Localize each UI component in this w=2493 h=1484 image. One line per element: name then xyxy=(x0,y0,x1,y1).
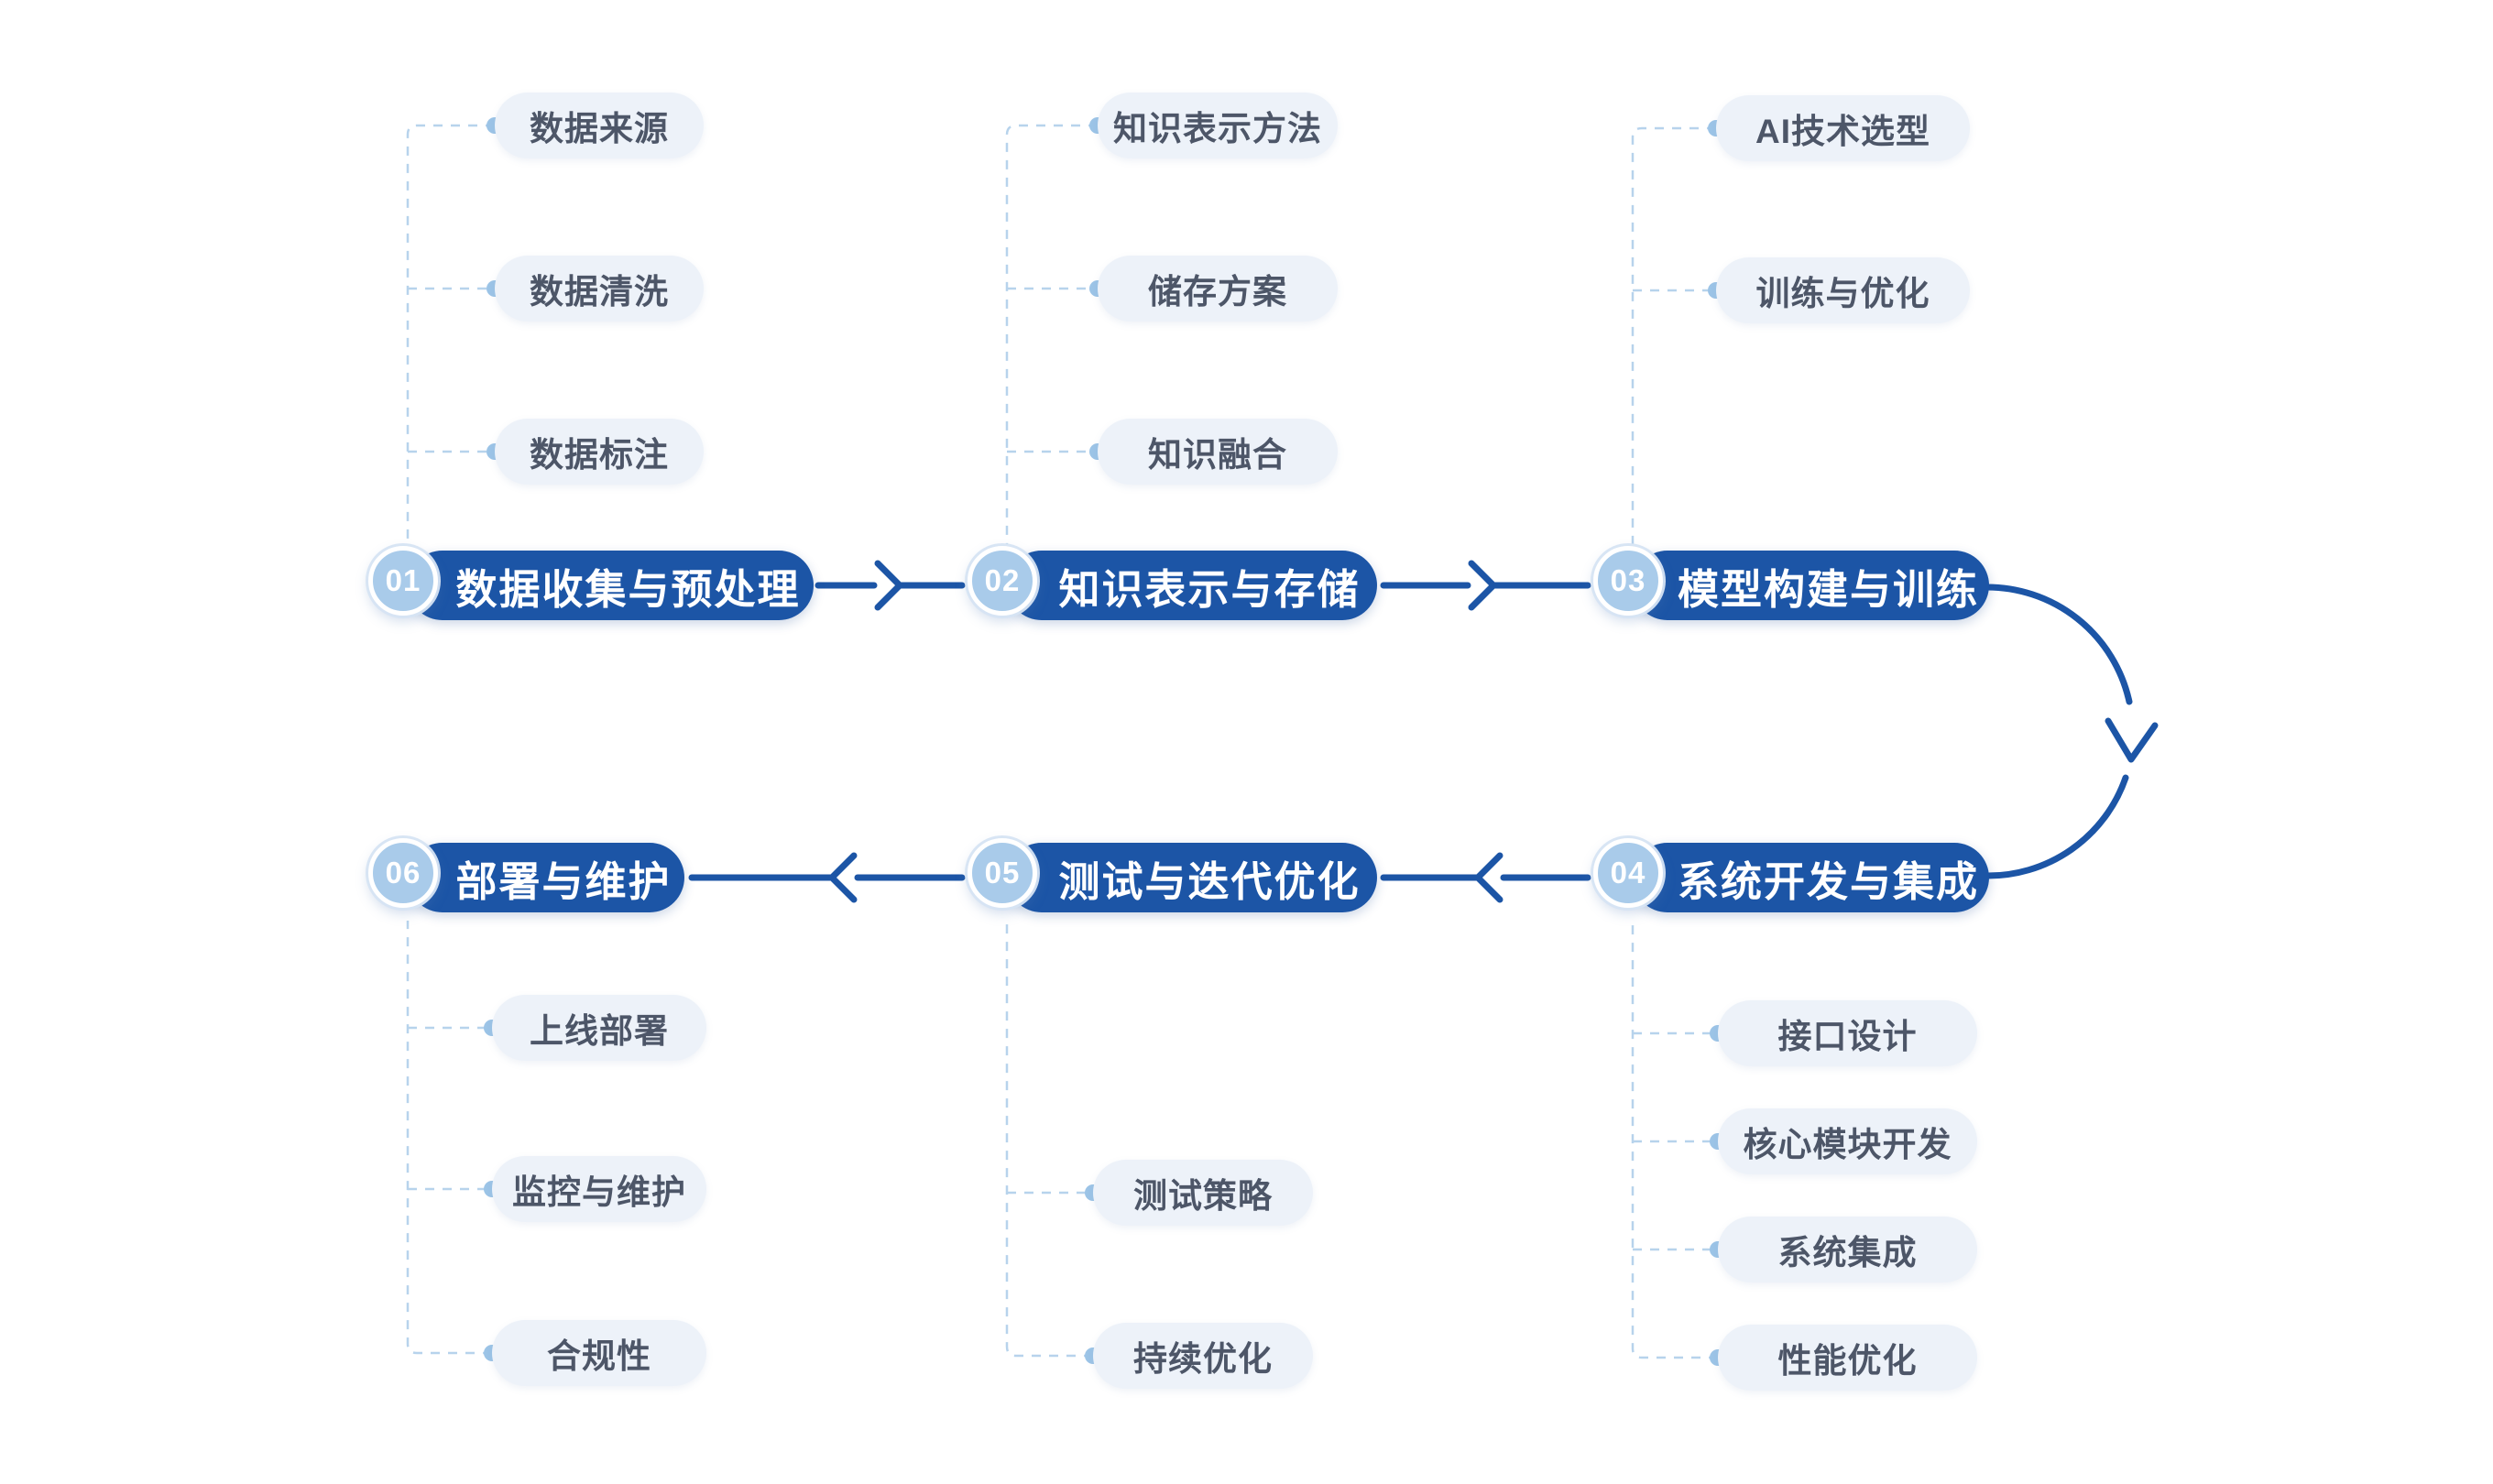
flow-arrow-05-06 xyxy=(688,852,966,903)
stage-number-04: 04 xyxy=(1610,856,1646,889)
stage-title-05: 测试与迭代优化 xyxy=(1058,857,1361,905)
stage-title-04: 系统开发与集成 xyxy=(1678,857,1980,905)
stage-number-01: 01 xyxy=(385,563,421,597)
sub-item-label: 接口设计 xyxy=(1777,1018,1918,1055)
stage-title-03: 模型构建与训练 xyxy=(1678,565,1980,613)
sub-item-label: 数据清洗 xyxy=(530,273,669,311)
stage-number-badge-03: 03 xyxy=(1593,546,1663,616)
sub-item-label: 数据来源 xyxy=(530,110,669,147)
flow-arrow-01-02 xyxy=(815,560,966,611)
sub-item-pill: 测试策略 xyxy=(1093,1160,1313,1226)
stage-number-05: 05 xyxy=(984,856,1021,889)
stage-node-04: 系统开发与集成 xyxy=(1633,843,1989,912)
dashed-connectors-stage-01 xyxy=(406,117,503,544)
sub-item-pill: 合规性 xyxy=(492,1320,706,1386)
flow-arrow-04-05 xyxy=(1380,852,1591,903)
stage-title-02: 知识表示与存储 xyxy=(1058,565,1361,613)
sub-item-label: 持续优化 xyxy=(1133,1340,1273,1378)
sub-item-pill: 接口设计 xyxy=(1718,1000,1977,1066)
dashed-connectors-stage-05 xyxy=(1005,921,1101,1364)
sub-item-pill: 数据清洗 xyxy=(495,256,704,322)
sub-item-pill: 上线部署 xyxy=(492,995,706,1061)
sub-item-pill: 储存方案 xyxy=(1098,256,1338,322)
dashed-connectors-stage-04 xyxy=(1631,921,1726,1366)
sub-item-pill: 核心模块开发 xyxy=(1718,1108,1977,1174)
sub-item-label: 训练与优化 xyxy=(1755,275,1930,312)
sub-item-pill: 系统集成 xyxy=(1718,1217,1977,1282)
sub-item-pill: 持续优化 xyxy=(1093,1323,1313,1389)
stage-number-03: 03 xyxy=(1610,563,1646,597)
sub-item-label: 核心模块开发 xyxy=(1743,1126,1952,1163)
stage-node-06: 部署与维护 xyxy=(408,843,684,912)
stage-node-02: 知识表示与存储 xyxy=(1007,551,1377,620)
sub-item-label: AI技术选型 xyxy=(1755,113,1930,150)
dashed-connectors-stage-02 xyxy=(1005,117,1106,544)
flow-curve-03-04 xyxy=(1981,584,2159,879)
sub-item-label: 性能优化 xyxy=(1777,1342,1918,1380)
stage-number-badge-02: 02 xyxy=(968,546,1037,616)
stage-number-06: 06 xyxy=(385,856,421,889)
sub-item-pill: AI技术选型 xyxy=(1716,95,1970,161)
stage-number-02: 02 xyxy=(984,563,1021,597)
sub-item-label: 储存方案 xyxy=(1148,273,1287,311)
stage-number-badge-06: 06 xyxy=(368,838,438,908)
sub-item-pill: 数据来源 xyxy=(495,93,704,158)
sub-item-pill: 数据标注 xyxy=(495,419,704,485)
stage-node-01: 数据收集与预处理 xyxy=(408,551,814,620)
sub-item-pill: 知识表示方法 xyxy=(1098,93,1338,158)
sub-item-label: 测试策略 xyxy=(1133,1177,1273,1215)
stage-number-badge-05: 05 xyxy=(968,838,1037,908)
stage-title-01: 数据收集与预处理 xyxy=(455,565,801,613)
sub-item-label: 数据标注 xyxy=(530,436,669,474)
sub-item-label: 监控与维护 xyxy=(512,1173,686,1211)
stage-node-03: 模型构建与训练 xyxy=(1633,551,1989,620)
sub-item-label: 知识表示方法 xyxy=(1113,110,1322,147)
stage-number-badge-04: 04 xyxy=(1593,838,1663,908)
sub-item-pill: 监控与维护 xyxy=(492,1156,706,1222)
sub-item-pill: 训练与优化 xyxy=(1716,257,1970,323)
sub-item-label: 系统集成 xyxy=(1777,1234,1918,1271)
dashed-connectors-stage-03 xyxy=(1631,120,1724,544)
sub-item-label: 知识融合 xyxy=(1148,436,1287,474)
sub-item-label: 合规性 xyxy=(547,1337,651,1375)
flow-arrow-02-03 xyxy=(1380,560,1591,611)
sub-item-pill: 性能优化 xyxy=(1718,1325,1977,1391)
stage-node-05: 测试与迭代优化 xyxy=(1007,843,1377,912)
sub-item-pill: 知识融合 xyxy=(1098,419,1338,485)
dashed-connectors-stage-06 xyxy=(406,921,500,1361)
stage-number-badge-01: 01 xyxy=(368,546,438,616)
sub-item-label: 上线部署 xyxy=(530,1012,669,1050)
stage-title-06: 部署与维护 xyxy=(455,857,672,905)
